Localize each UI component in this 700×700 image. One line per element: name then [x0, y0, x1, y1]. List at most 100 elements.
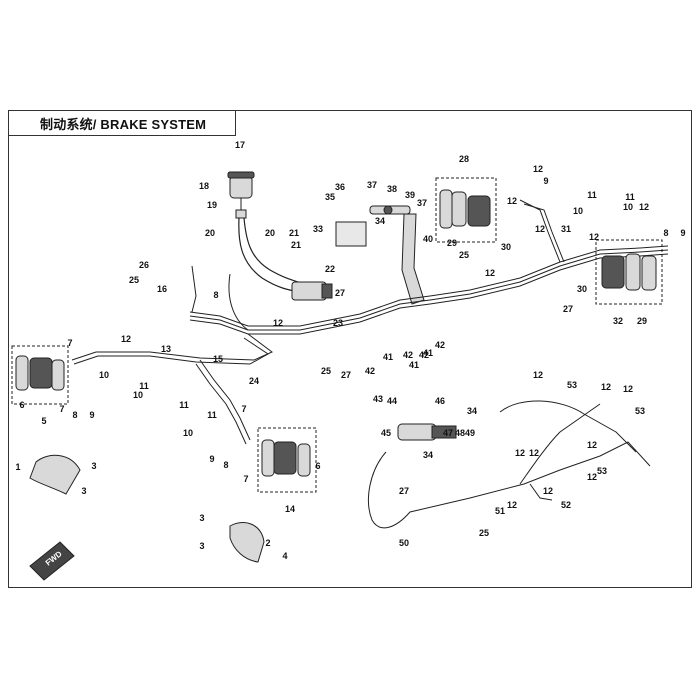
- callout-label: 33: [313, 224, 323, 234]
- callout-label: 19: [207, 200, 217, 210]
- callout-label: 46: [435, 396, 445, 406]
- callout-label: 10: [573, 206, 583, 216]
- callout-label: 26: [139, 260, 149, 270]
- callout-label: 3: [81, 486, 86, 496]
- callout-label: 20: [205, 228, 215, 238]
- callout-label: 12: [623, 384, 633, 394]
- callout-label: 49: [465, 428, 475, 438]
- callout-label: 21: [291, 240, 301, 250]
- callout-label: 45: [381, 428, 391, 438]
- callout-label: 12: [507, 196, 517, 206]
- callout-label: 42: [403, 350, 413, 360]
- callout-label: 42: [419, 350, 429, 360]
- reservoir: [227, 171, 255, 219]
- rear-left-caliper: [257, 427, 317, 493]
- callout-label: 7: [67, 338, 72, 348]
- callout-label: 11: [625, 192, 635, 202]
- callout-label: 12: [121, 334, 131, 344]
- callout-label: 12: [587, 472, 597, 482]
- callout-label: 37: [417, 198, 427, 208]
- title-box: [8, 110, 236, 136]
- callout-label: 40: [423, 234, 433, 244]
- callout-label: 41: [423, 348, 433, 358]
- callout-label: 12: [533, 370, 543, 380]
- master-cylinder: [291, 281, 333, 301]
- callout-label: 50: [399, 538, 409, 548]
- callout-label: 7: [241, 404, 246, 414]
- callout-label: 23: [333, 318, 343, 328]
- callout-label: 47: [443, 428, 453, 438]
- callout-label: 12: [529, 448, 539, 458]
- callout-label: 12: [601, 382, 611, 392]
- callout-label: 37: [367, 180, 377, 190]
- callout-label: 20: [265, 228, 275, 238]
- callout-label: 27: [399, 486, 409, 496]
- parking-brake-lever: [397, 423, 457, 441]
- callout-label: 22: [325, 264, 335, 274]
- callout-label: 53: [597, 466, 607, 476]
- callout-label: 8: [72, 410, 77, 420]
- callout-label: 3: [199, 513, 204, 523]
- callout-label: 3: [199, 541, 204, 551]
- callout-label: 25: [459, 250, 469, 260]
- callout-label: 24: [249, 376, 259, 386]
- callout-label: 12: [589, 232, 599, 242]
- callout-label: 14: [285, 504, 295, 514]
- callout-label: 6: [315, 461, 320, 471]
- callout-label: 9: [209, 454, 214, 464]
- callout-label: 34: [467, 406, 477, 416]
- callout-label: 11: [139, 381, 149, 391]
- callout-label: 41: [409, 360, 419, 370]
- disc-guard-front: [29, 454, 81, 495]
- callout-label: 12: [515, 448, 525, 458]
- callout-label: 42: [435, 340, 445, 350]
- callout-label: 48: [455, 428, 465, 438]
- callout-label: 36: [335, 182, 345, 192]
- callout-label: 4: [282, 551, 287, 561]
- callout-label: 12: [533, 164, 543, 174]
- callout-label: 41: [383, 352, 393, 362]
- callout-label: 6: [19, 400, 24, 410]
- callout-label: 52: [561, 500, 571, 510]
- callout-label: 38: [387, 184, 397, 194]
- callout-label: 10: [99, 370, 109, 380]
- callout-label: 35: [325, 192, 335, 202]
- callout-label: 7: [243, 474, 248, 484]
- callout-label: 42: [365, 366, 375, 376]
- reservoir-hose: [238, 217, 305, 293]
- callout-label: 32: [613, 316, 623, 326]
- callout-label: 12: [587, 440, 597, 450]
- callout-label: 12: [639, 202, 649, 212]
- callout-label: 12: [273, 318, 283, 328]
- callout-label: 8: [213, 290, 218, 300]
- callout-label: 25: [479, 528, 489, 538]
- callout-label: 1: [15, 462, 20, 472]
- callout-label: 34: [375, 216, 385, 226]
- callout-label: 11: [207, 410, 217, 420]
- callout-label: 53: [635, 406, 645, 416]
- callout-label: 21: [289, 228, 299, 238]
- front-right-caliper: [435, 177, 497, 243]
- callout-label: 5: [41, 416, 46, 426]
- callout-label: 34: [423, 450, 433, 460]
- callout-label: 39: [405, 190, 415, 200]
- callout-label: 15: [213, 354, 223, 364]
- callout-label: 43: [373, 394, 383, 404]
- parking-brake-cables: [368, 400, 651, 529]
- callout-label: 13: [161, 344, 171, 354]
- callout-label: 25: [321, 366, 331, 376]
- callout-label: 17: [235, 140, 245, 150]
- front-left-caliper: [11, 345, 69, 405]
- callout-label: 7: [59, 404, 64, 414]
- callout-label: 28: [459, 154, 469, 164]
- callout-label: 27: [335, 288, 345, 298]
- page-title: 制动系统/ BRAKE SYSTEM: [40, 117, 207, 132]
- diagram-frame: [8, 110, 692, 588]
- callout-label: 10: [133, 390, 143, 400]
- callout-label: 30: [501, 242, 511, 252]
- callout-label: 18: [199, 181, 209, 191]
- callout-label: 10: [623, 202, 633, 212]
- callout-label: 29: [637, 316, 647, 326]
- callout-label: 11: [587, 190, 597, 200]
